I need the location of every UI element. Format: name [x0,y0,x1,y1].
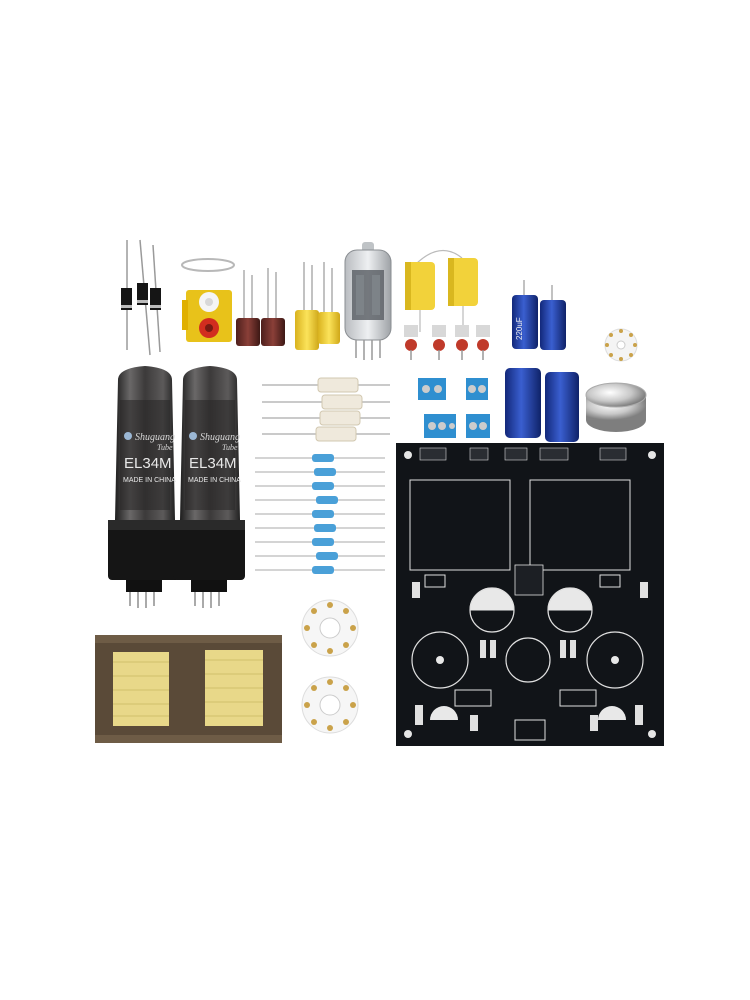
trimmer-row [404,325,490,360]
tube-model-left: EL34M [124,455,172,472]
brown-capacitors [236,268,285,346]
blue-capacitors-large [505,368,579,442]
tube-socket-upper [301,599,359,657]
tube-brand-suffix-right: Tube [222,443,238,452]
metal-film-resistors [255,454,385,574]
tube-origin-left: MADE IN CHINA [123,477,176,484]
cement-resistors [262,377,390,442]
volume-knob [585,382,647,432]
output-transformer-left [95,635,187,743]
tube-brand-left: Shuguang [135,432,175,443]
power-tube-right: Shuguang Tube EL34M MADE IN CHINA [173,366,245,608]
output-transformer-right [186,635,282,743]
tube-brand-right: Shuguang [200,432,240,443]
yellow-capacitors [295,262,340,350]
blue-capacitors-upper: 220uF [512,280,566,350]
preamp-tube [344,242,392,360]
screw-terminals [418,378,490,438]
film-capacitors [405,249,478,332]
tube-model-right: EL34M [189,455,237,472]
wire-loop [181,258,235,272]
cap-value-label: 220uF [515,317,524,340]
tube-origin-right: MADE IN CHINA [188,477,241,484]
diodes [121,239,161,356]
tube-socket-lower [301,676,359,734]
small-tube-socket [604,328,638,362]
power-tube-left: Shuguang Tube EL34M MADE IN CHINA [108,366,180,608]
rca-jack [182,290,232,342]
tube-brand-suffix-left: Tube [157,443,173,452]
pcb-board [396,443,664,746]
